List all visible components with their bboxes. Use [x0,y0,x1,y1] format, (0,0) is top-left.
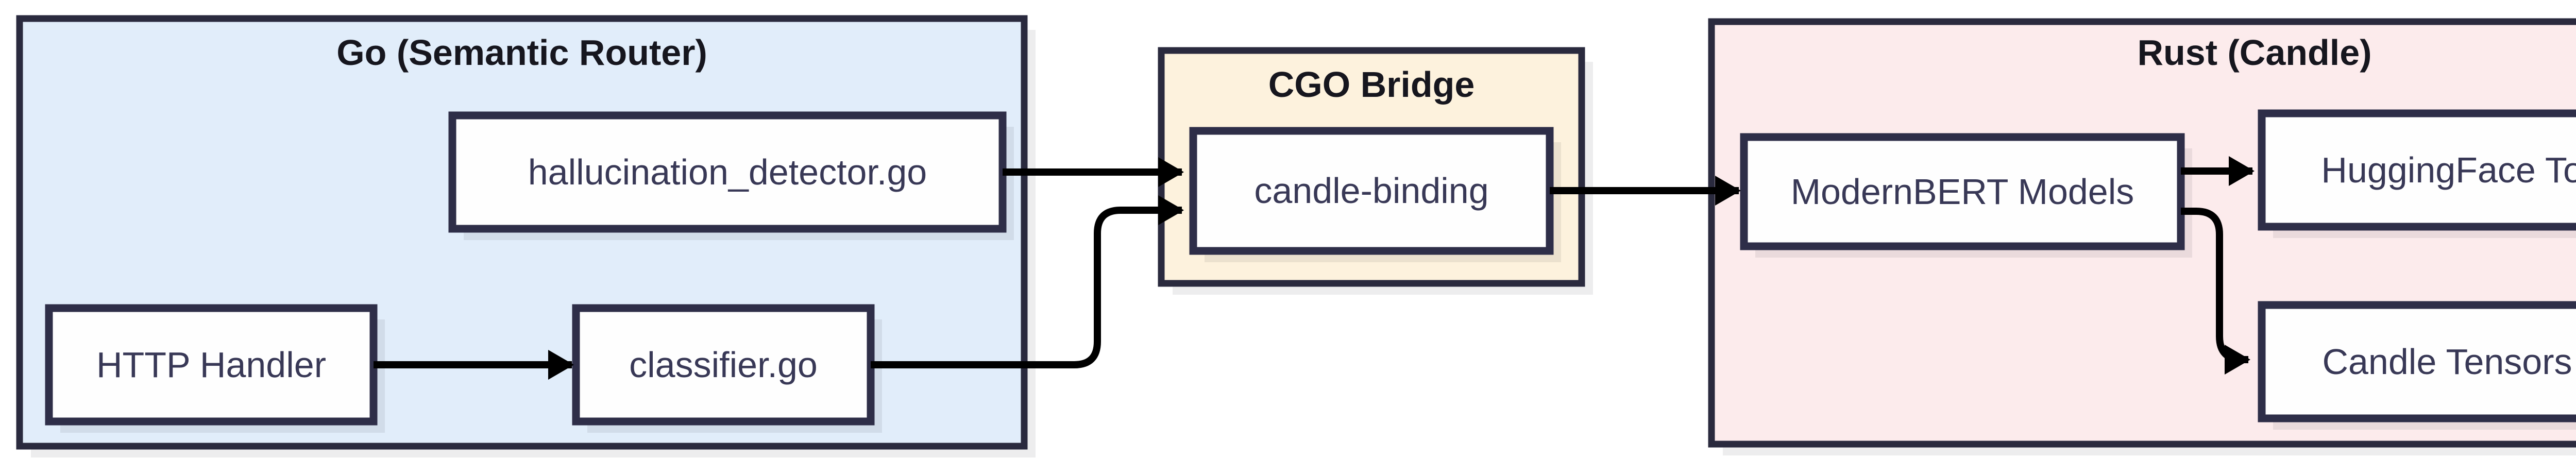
node-http-handler-label: HTTP Handler [96,345,326,385]
node-candle-binding-group: candle-binding [1189,127,1561,262]
node-hallucination-detector [448,111,1007,233]
node-classifier-label: classifier.go [629,345,818,385]
node-hf-tokenizers-label: HuggingFace Tokenizers [2321,150,2576,190]
node-classifier [572,304,875,426]
cgo-container-title: CGO Bridge [1268,64,1475,105]
node-hallucination-detector-group: hallucination_detector.go [448,111,1014,240]
node-candle-binding-label: candle-binding [1254,171,1488,211]
edge-modernbert-to-candle-tensors [2181,208,2250,375]
node-candle-tensors [2258,301,2576,422]
node-candle-tensors-group: Candle Tensors [2258,301,2576,430]
node-modernbert [1740,133,2185,250]
go-container-title: Go (Semantic Router) [336,32,707,73]
node-candle-binding [1189,127,1554,255]
node-hf-tokenizers-group: HuggingFace Tokenizers [2258,109,2576,238]
node-candle-tensors-label: Candle Tensors [2322,342,2572,382]
node-http-handler-group: HTTP Handler [45,304,385,433]
node-hallucination-detector-label: hallucination_detector.go [528,152,927,192]
node-classifier-group: classifier.go [572,304,882,433]
edge-classifier-to-candle-binding [871,195,1184,368]
node-hf-tokenizers [2258,109,2576,231]
node-modernbert-group: ModernBERT Models [1740,133,2192,258]
node-modernbert-label: ModernBERT Models [1791,172,2134,212]
rust-container-title: Rust (Candle) [2138,32,2372,73]
